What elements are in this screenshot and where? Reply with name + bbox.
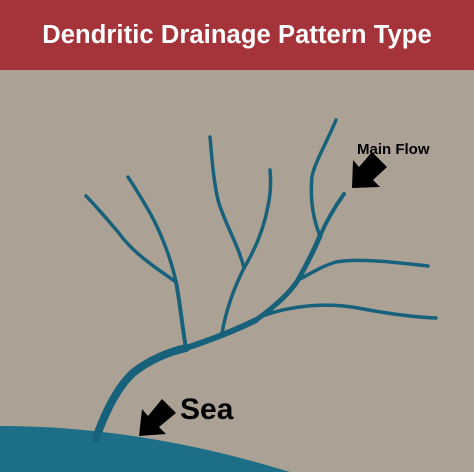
tributary-center-stem [220,266,246,335]
tributary-left-b [126,175,178,284]
tributary-left-stem [174,280,188,350]
title-bar: Dendritic Drainage Pattern Type [0,0,474,70]
arrow-down-left-icon [352,152,387,188]
main-flow-label: Main Flow [357,141,430,158]
page-title: Dendritic Drainage Pattern Type [42,20,432,49]
tributary-main-flow-top [309,118,338,238]
sea-body [0,426,290,472]
arrow-down-left-icon [139,399,176,436]
tributary-left-a [84,194,178,284]
tributary-lower-right [260,303,438,320]
main-trunk-top [318,192,346,238]
main-trunk-middle [183,317,259,351]
sea-label: Sea [180,393,234,426]
main-trunk-lower [92,344,190,442]
tributary-upper-right [296,258,430,282]
tributary-center-b [242,168,273,270]
tributary-center-a [208,135,246,270]
